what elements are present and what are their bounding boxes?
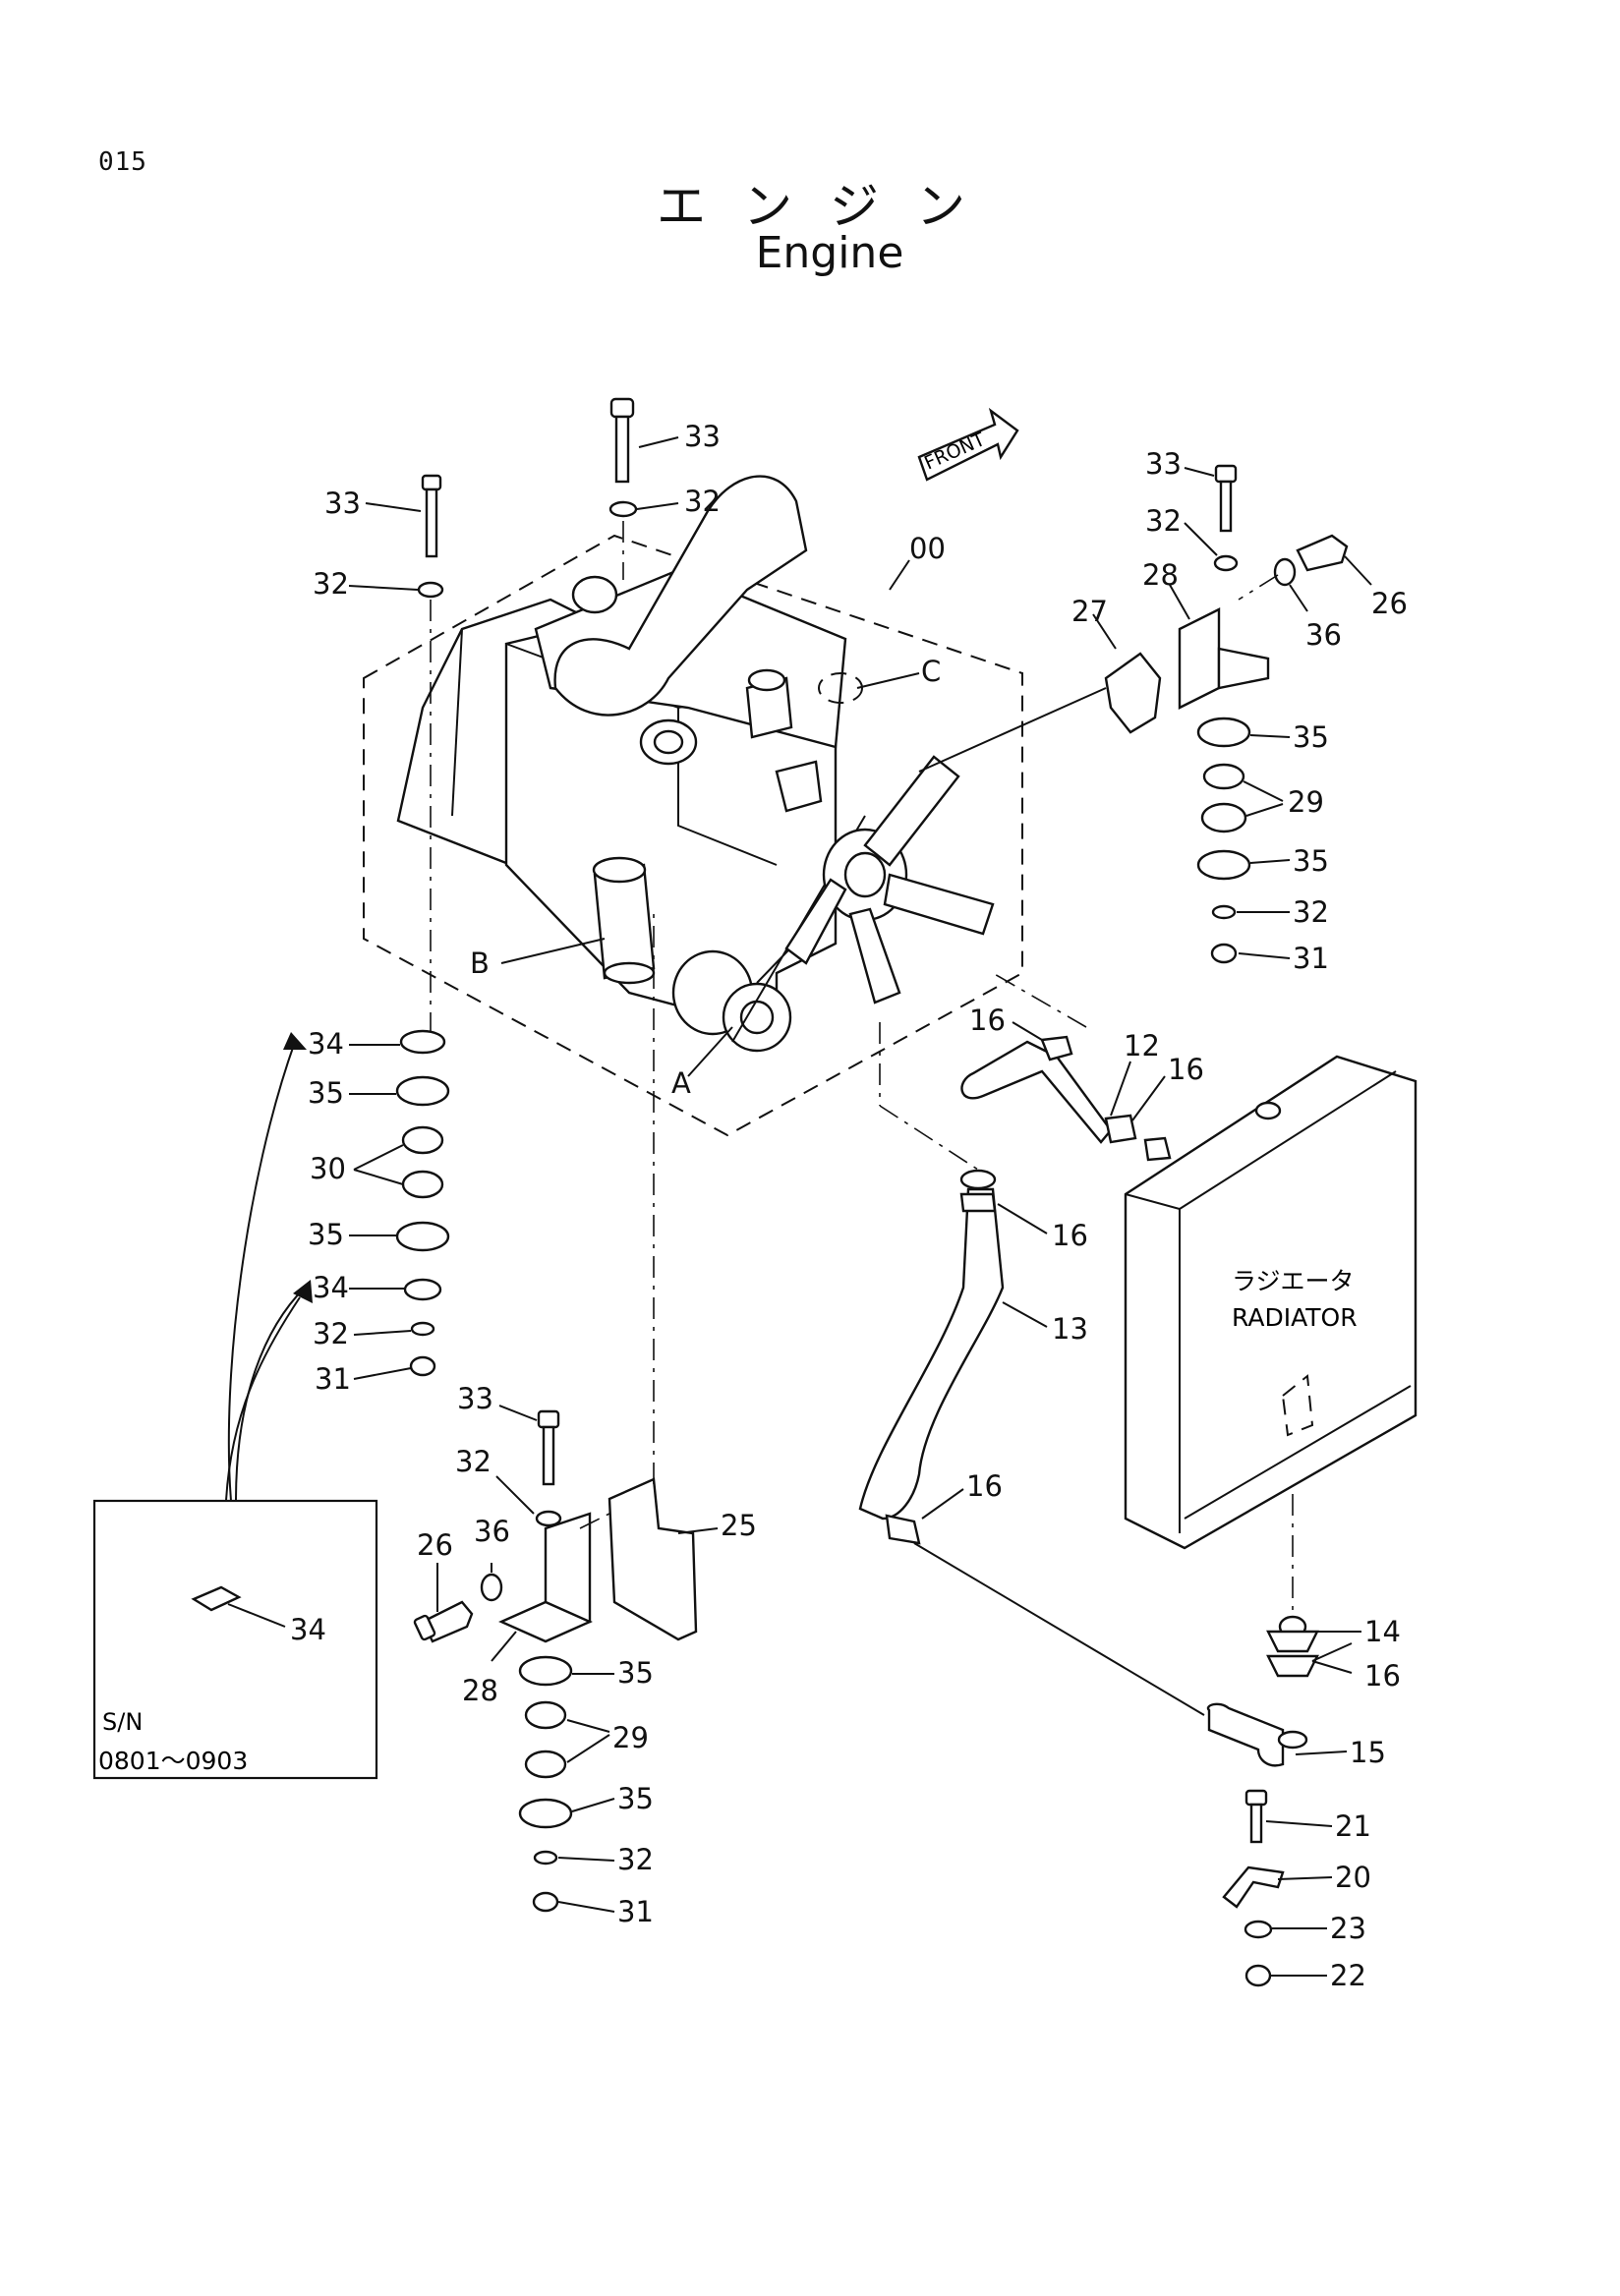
- front-arrow-sign: FRONT: [917, 407, 1019, 482]
- label-drain-14: 14: [1364, 1615, 1401, 1648]
- lower-radiator-hose: [858, 1022, 1205, 1716]
- label-washer-top-mid: 32: [684, 485, 721, 518]
- upper-radiator-hose: [960, 972, 1172, 1162]
- label-washer-r-low: 32: [1293, 895, 1329, 929]
- callout-labels: 00 C B A 33 32 33 32 33 32 28 27 26 36 3…: [308, 420, 1408, 1992]
- label-engine: 00: [909, 532, 946, 565]
- label-bracket-low: 28: [462, 1674, 498, 1707]
- label-point-b: B: [470, 947, 490, 980]
- label-hose-lower-clamp-top: 16: [1052, 1219, 1088, 1252]
- label-drain-clamp: 20: [1335, 1861, 1371, 1894]
- label-washer-top-right: 32: [1145, 504, 1182, 538]
- left-cushion-stack: [349, 1029, 450, 1380]
- label-left-34a: 34: [308, 1027, 344, 1061]
- label-hose-upper-clamp-b: 16: [1168, 1053, 1204, 1086]
- label-washer-side-right: 36: [1305, 618, 1342, 652]
- label-washer-top-left: 32: [313, 567, 349, 601]
- label-bolt-side-right: 26: [1371, 587, 1408, 620]
- label-cushion-l2: 35: [617, 1782, 654, 1815]
- label-cushion-l-pair: 29: [612, 1721, 649, 1754]
- drain-group: [1206, 1615, 1361, 1987]
- label-left-31: 31: [315, 1362, 351, 1396]
- label-hose-lower-clamp-bot: 16: [966, 1469, 1003, 1503]
- label-bracket-right: 28: [1142, 558, 1179, 592]
- label-cushion-r2: 35: [1293, 844, 1329, 878]
- label-drain-washer: 23: [1330, 1912, 1366, 1945]
- lower-mount-group: [413, 914, 719, 1913]
- label-bolt-low-mid: 33: [457, 1382, 493, 1415]
- radiator: ラジエータ RADIATOR: [1124, 1055, 1418, 1622]
- label-plate-right: 27: [1071, 595, 1108, 628]
- right-mount-group: [918, 464, 1372, 964]
- front-arrow-label: FRONT: [921, 429, 989, 475]
- engine-dashed-envelope: [363, 534, 1023, 1137]
- engine-assembly: [396, 475, 995, 1053]
- label-bolt-top-right: 33: [1145, 447, 1182, 481]
- label-nut-l-low: 31: [617, 1895, 654, 1928]
- label-washer-side-low: 36: [474, 1515, 510, 1548]
- inset-part-number: 34: [290, 1613, 326, 1646]
- inset-sn-label: S/N: [102, 1708, 143, 1736]
- label-drain-16: 16: [1364, 1659, 1401, 1693]
- title-japanese: エンジン: [657, 178, 1003, 235]
- label-cushion-l1: 35: [617, 1656, 654, 1690]
- serial-inset: 34 S/N 0801～0903: [92, 1032, 378, 1780]
- label-cushion-r-pair: 29: [1288, 785, 1324, 819]
- label-left-35b: 35: [308, 1218, 344, 1251]
- label-washer-l-low: 32: [617, 1843, 654, 1876]
- title-english: Engine: [755, 228, 904, 278]
- label-left-34b: 34: [313, 1271, 349, 1304]
- label-cushion-r1: 35: [1293, 720, 1329, 754]
- radiator-label-jp: ラジエータ: [1232, 1267, 1355, 1295]
- label-hose-upper-clamp-a: 16: [969, 1004, 1006, 1037]
- label-hose-lower: 13: [1052, 1312, 1088, 1346]
- label-point-c: C: [921, 655, 941, 688]
- label-bracket-plate-low: 25: [721, 1509, 757, 1542]
- label-left-35a: 35: [308, 1076, 344, 1110]
- label-point-a: A: [671, 1066, 691, 1100]
- label-bolt-top-mid: 33: [684, 420, 721, 453]
- label-drain-nut: 22: [1330, 1959, 1366, 1992]
- label-hose-upper: 12: [1124, 1029, 1160, 1062]
- page-number: 015: [98, 147, 147, 177]
- label-left-32: 32: [313, 1317, 349, 1350]
- label-drain-bolt: 21: [1335, 1809, 1371, 1843]
- label-bolt-top-left: 33: [324, 487, 361, 520]
- top-mid-bolt-group: [608, 397, 679, 580]
- label-bolt-side-low: 26: [417, 1528, 453, 1562]
- radiator-label-en: RADIATOR: [1232, 1303, 1358, 1332]
- label-washer-low-mid: 32: [455, 1445, 492, 1478]
- label-drain-pipe: 15: [1350, 1736, 1386, 1769]
- inset-sn-range: 0801～0903: [98, 1747, 248, 1775]
- label-left-30: 30: [310, 1152, 346, 1185]
- top-left-bolt-group: [348, 474, 444, 1037]
- label-nut-r-low: 31: [1293, 942, 1329, 975]
